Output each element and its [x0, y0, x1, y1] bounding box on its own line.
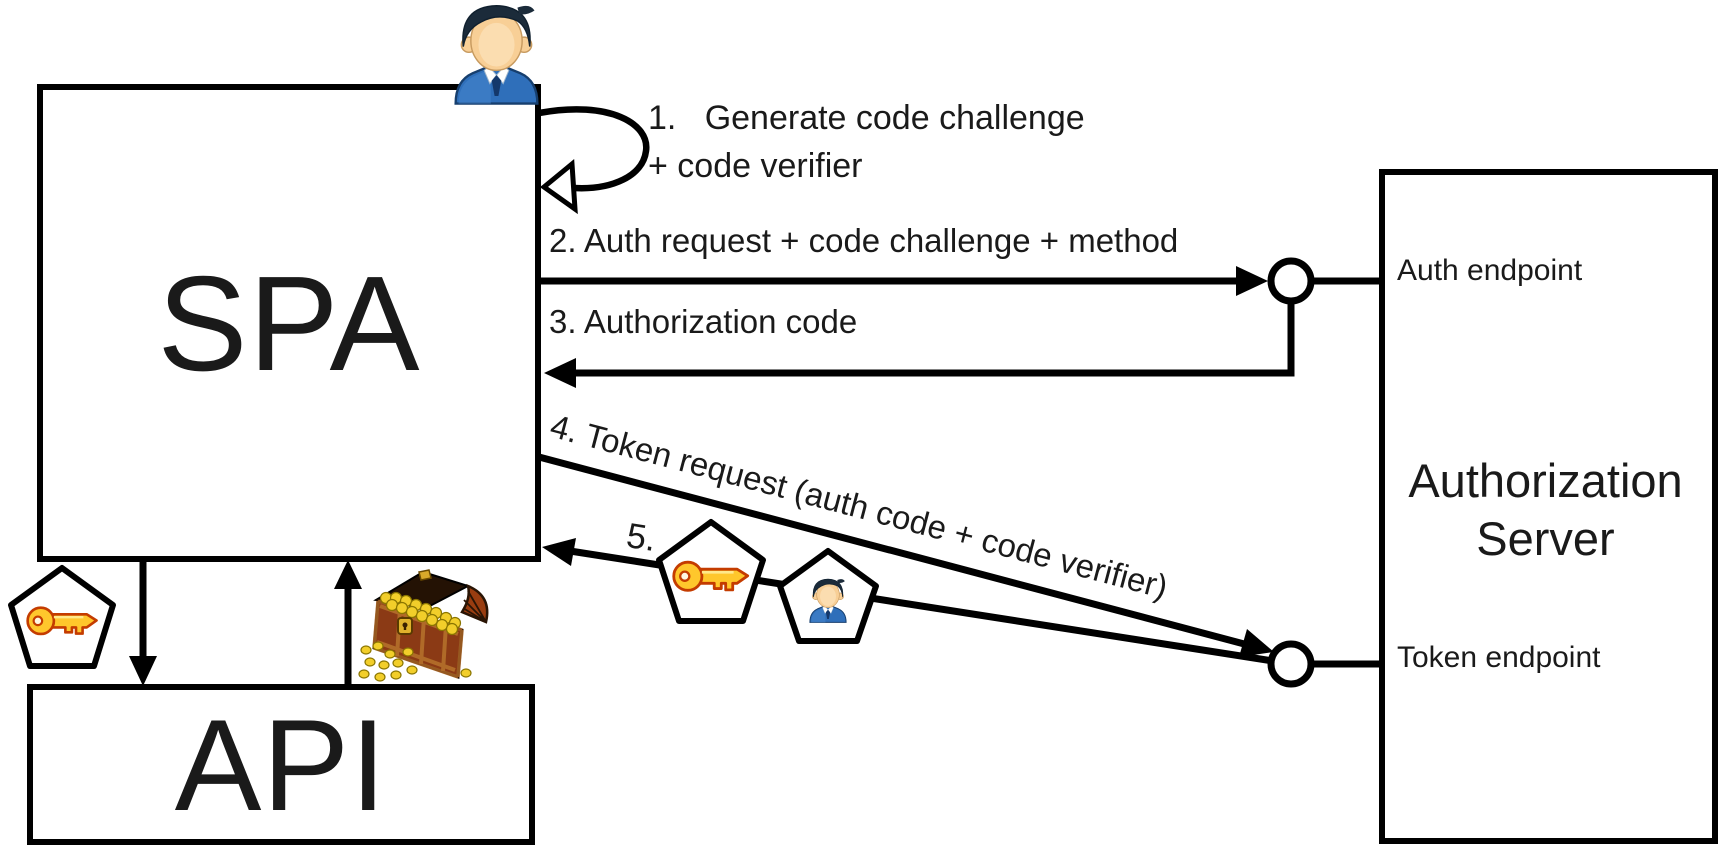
api-box: API	[27, 684, 535, 845]
step3-label: 3. Authorization code	[549, 303, 858, 340]
self-loop-open-arrowhead-icon	[539, 158, 578, 215]
api-label: API	[174, 691, 388, 838]
step1-label: 1. Generate code challenge + code verifi…	[648, 99, 1085, 185]
step2-label: 2. Auth request + code challenge + metho…	[549, 222, 1179, 259]
id-token-pentagon	[777, 548, 879, 644]
coin-heap-icon	[379, 591, 462, 636]
access-token-pentagon	[656, 519, 766, 624]
spa-label: SPA	[157, 247, 421, 399]
token-endpoint-port-icon	[1267, 640, 1315, 688]
spa-box: SPA	[37, 84, 541, 562]
auth-server-box	[1379, 169, 1718, 844]
arrowhead-api-to-spa-icon	[334, 560, 362, 589]
auth-server-label: Authorization Server	[1408, 454, 1683, 565]
auth-endpoint-port-icon	[1267, 257, 1315, 305]
self-loop-arc	[538, 106, 650, 192]
arrowhead-step4-icon	[1239, 629, 1274, 657]
arrowhead-step2-icon	[1236, 266, 1268, 296]
step5-label: 5.	[623, 516, 659, 560]
treasure-chest-icon	[358, 569, 489, 682]
scattered-coins-icon	[358, 641, 472, 682]
step4-label: 4. Token request (auth code + code verif…	[546, 407, 1172, 606]
auth-endpoint-label: Auth endpoint	[1397, 254, 1583, 287]
access-token-key-icon	[672, 560, 750, 592]
arrowhead-spa-to-api-icon	[129, 656, 157, 686]
api-key-pentagon	[8, 565, 116, 669]
token-endpoint-label: Token endpoint	[1397, 641, 1601, 674]
arrowhead-step5-icon	[542, 538, 576, 566]
id-token-user-icon	[809, 578, 847, 623]
api-key-icon	[26, 606, 98, 636]
token-response-line	[569, 547, 1274, 665]
arrowhead-step3-icon	[544, 358, 576, 388]
